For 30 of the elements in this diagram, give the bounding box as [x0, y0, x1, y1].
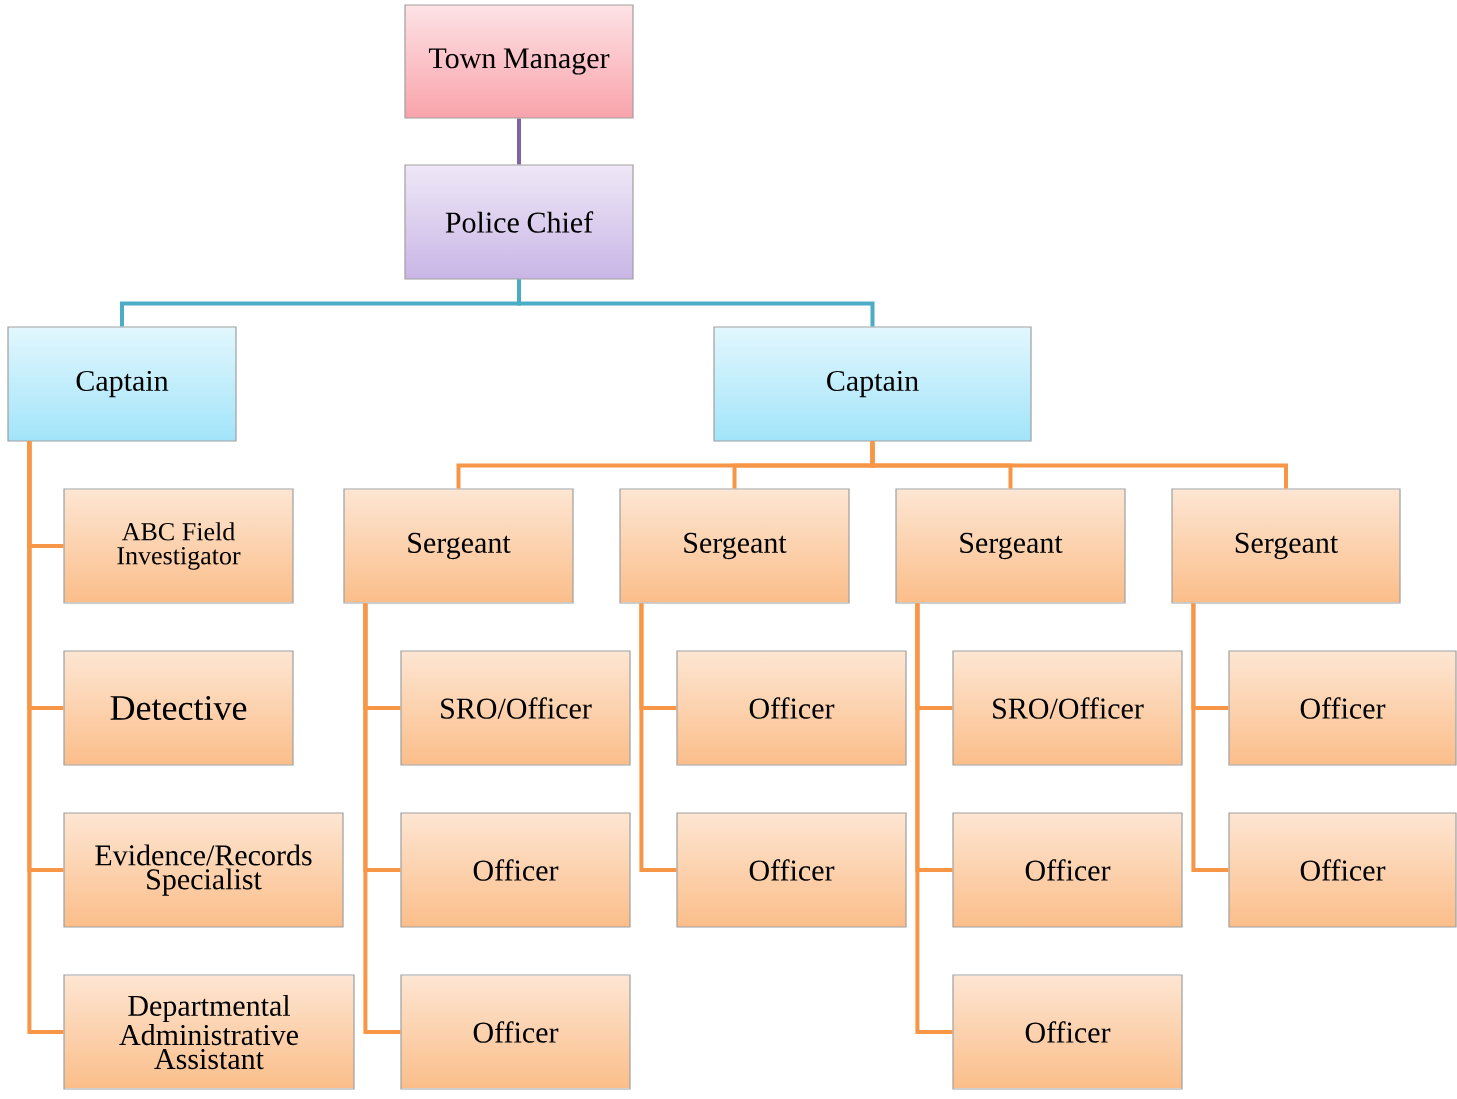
org-box: SRO/Officer — [952, 650, 1183, 766]
connector-line — [915, 603, 953, 1034]
org-box: Departmental Administrative Assistant — [63, 974, 355, 1090]
org-box: Officer — [952, 812, 1183, 928]
connector-line — [517, 279, 875, 327]
connector-line — [1191, 603, 1229, 872]
org-box: SRO/Officer — [400, 650, 631, 766]
org-box: Officer — [400, 974, 631, 1090]
org-box: Officer — [1228, 650, 1457, 766]
org-box: Captain — [713, 326, 1032, 442]
org-box: Sergeant — [343, 488, 574, 604]
org-box: Evidence/Records Specialist — [63, 812, 344, 928]
org-box: Sergeant — [895, 488, 1126, 604]
org-box: Officer — [676, 650, 907, 766]
org-box: ABC Field Investigator — [63, 488, 294, 604]
org-box: Police Chief — [404, 164, 634, 280]
org-box: Town Manager — [404, 4, 634, 119]
connector-line — [870, 441, 1288, 489]
connector-line — [517, 118, 521, 165]
org-box: Sergeant — [619, 488, 850, 604]
connector-line — [27, 441, 64, 1034]
org-box: Officer — [676, 812, 907, 928]
org-box: Officer — [952, 974, 1183, 1090]
connector-line — [363, 603, 401, 1034]
org-box: Detective — [63, 650, 294, 766]
connector-line — [639, 603, 677, 872]
org-box: Officer — [1228, 812, 1457, 928]
org-box: Sergeant — [1171, 488, 1401, 604]
org-box: Captain — [7, 326, 237, 442]
org-box: Officer — [400, 812, 631, 928]
